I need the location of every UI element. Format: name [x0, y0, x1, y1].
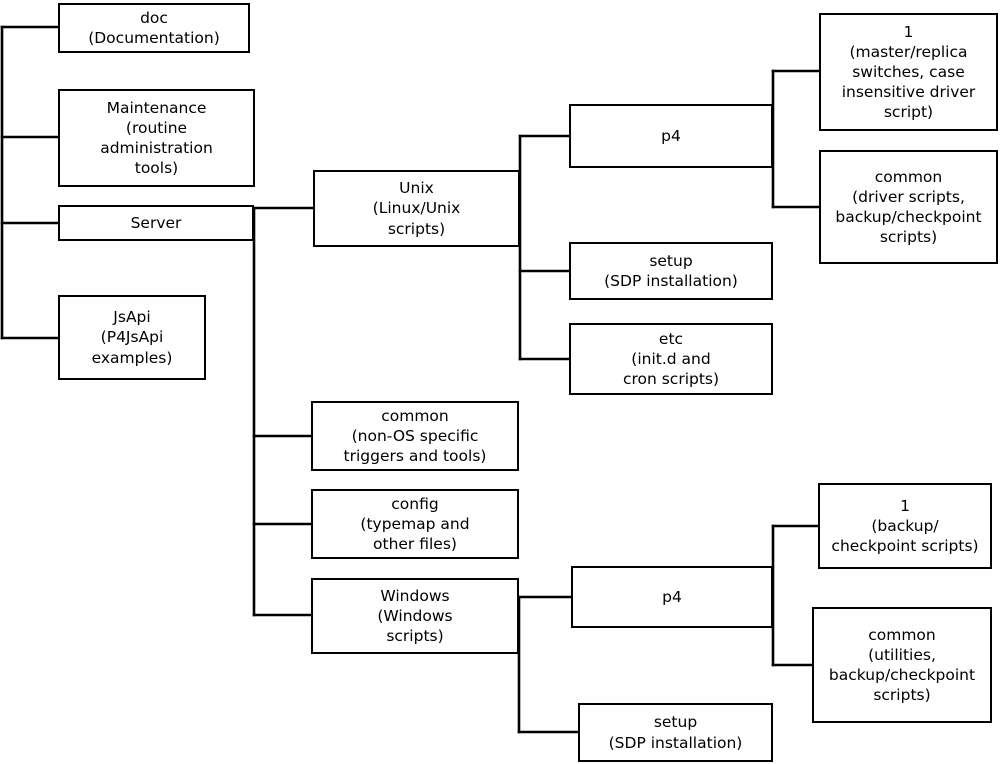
- node-windows-label: Windows (Windows scripts): [377, 586, 453, 646]
- node-jsapi[interactable]: JsApi (P4JsApi examples): [58, 295, 206, 380]
- node-doc-label: doc (Documentation): [88, 8, 220, 47]
- node-unix-etc[interactable]: etc (init.d and cron scripts): [569, 323, 773, 395]
- node-unix-label: Unix (Linux/Unix scripts): [372, 179, 461, 238]
- node-windows-p4-1[interactable]: 1 (backup/ checkpoint scripts): [818, 483, 992, 569]
- node-unix-p4-label: p4: [661, 126, 681, 145]
- node-unix-setup[interactable]: setup (SDP installation): [569, 242, 773, 300]
- node-jsapi-label: JsApi (P4JsApi examples): [91, 308, 173, 367]
- node-server-config[interactable]: config (typemap and other files): [311, 489, 519, 559]
- node-windows-p4[interactable]: p4: [571, 566, 773, 628]
- node-windows-p4-common-label: common (utilities, backup/checkpoint scr…: [828, 625, 976, 705]
- node-maintenance[interactable]: Maintenance (routine administration tool…: [58, 89, 255, 187]
- node-unix-setup-label: setup (SDP installation): [604, 251, 738, 290]
- node-unix-p4-common-label: common (driver scripts, backup/checkpoin…: [835, 167, 982, 247]
- node-windows[interactable]: Windows (Windows scripts): [311, 578, 519, 654]
- node-windows-p4-label: p4: [662, 587, 682, 606]
- node-server-label: Server: [130, 213, 182, 232]
- node-unix-p4-1-label: 1 (master/replica switches, case insensi…: [841, 22, 976, 122]
- node-windows-setup[interactable]: setup (SDP installation): [578, 703, 773, 762]
- node-unix-p4-1[interactable]: 1 (master/replica switches, case insensi…: [819, 13, 998, 131]
- node-maintenance-label: Maintenance (routine administration tool…: [100, 98, 213, 178]
- node-unix-p4-common[interactable]: common (driver scripts, backup/checkpoin…: [819, 150, 998, 264]
- node-server-common[interactable]: common (non-OS specific triggers and too…: [311, 401, 519, 471]
- node-unix-etc-label: etc (init.d and cron scripts): [622, 329, 720, 389]
- node-server-config-label: config (typemap and other files): [360, 494, 470, 554]
- node-windows-p4-1-label: 1 (backup/ checkpoint scripts): [831, 496, 979, 556]
- node-server[interactable]: Server: [58, 205, 254, 241]
- node-unix-p4[interactable]: p4: [569, 104, 773, 168]
- node-windows-setup-label: setup (SDP installation): [608, 713, 743, 752]
- node-unix[interactable]: Unix (Linux/Unix scripts): [313, 170, 520, 247]
- node-doc[interactable]: doc (Documentation): [58, 3, 250, 53]
- node-server-common-label: common (non-OS specific triggers and too…: [343, 406, 487, 466]
- node-windows-p4-common[interactable]: common (utilities, backup/checkpoint scr…: [812, 607, 992, 723]
